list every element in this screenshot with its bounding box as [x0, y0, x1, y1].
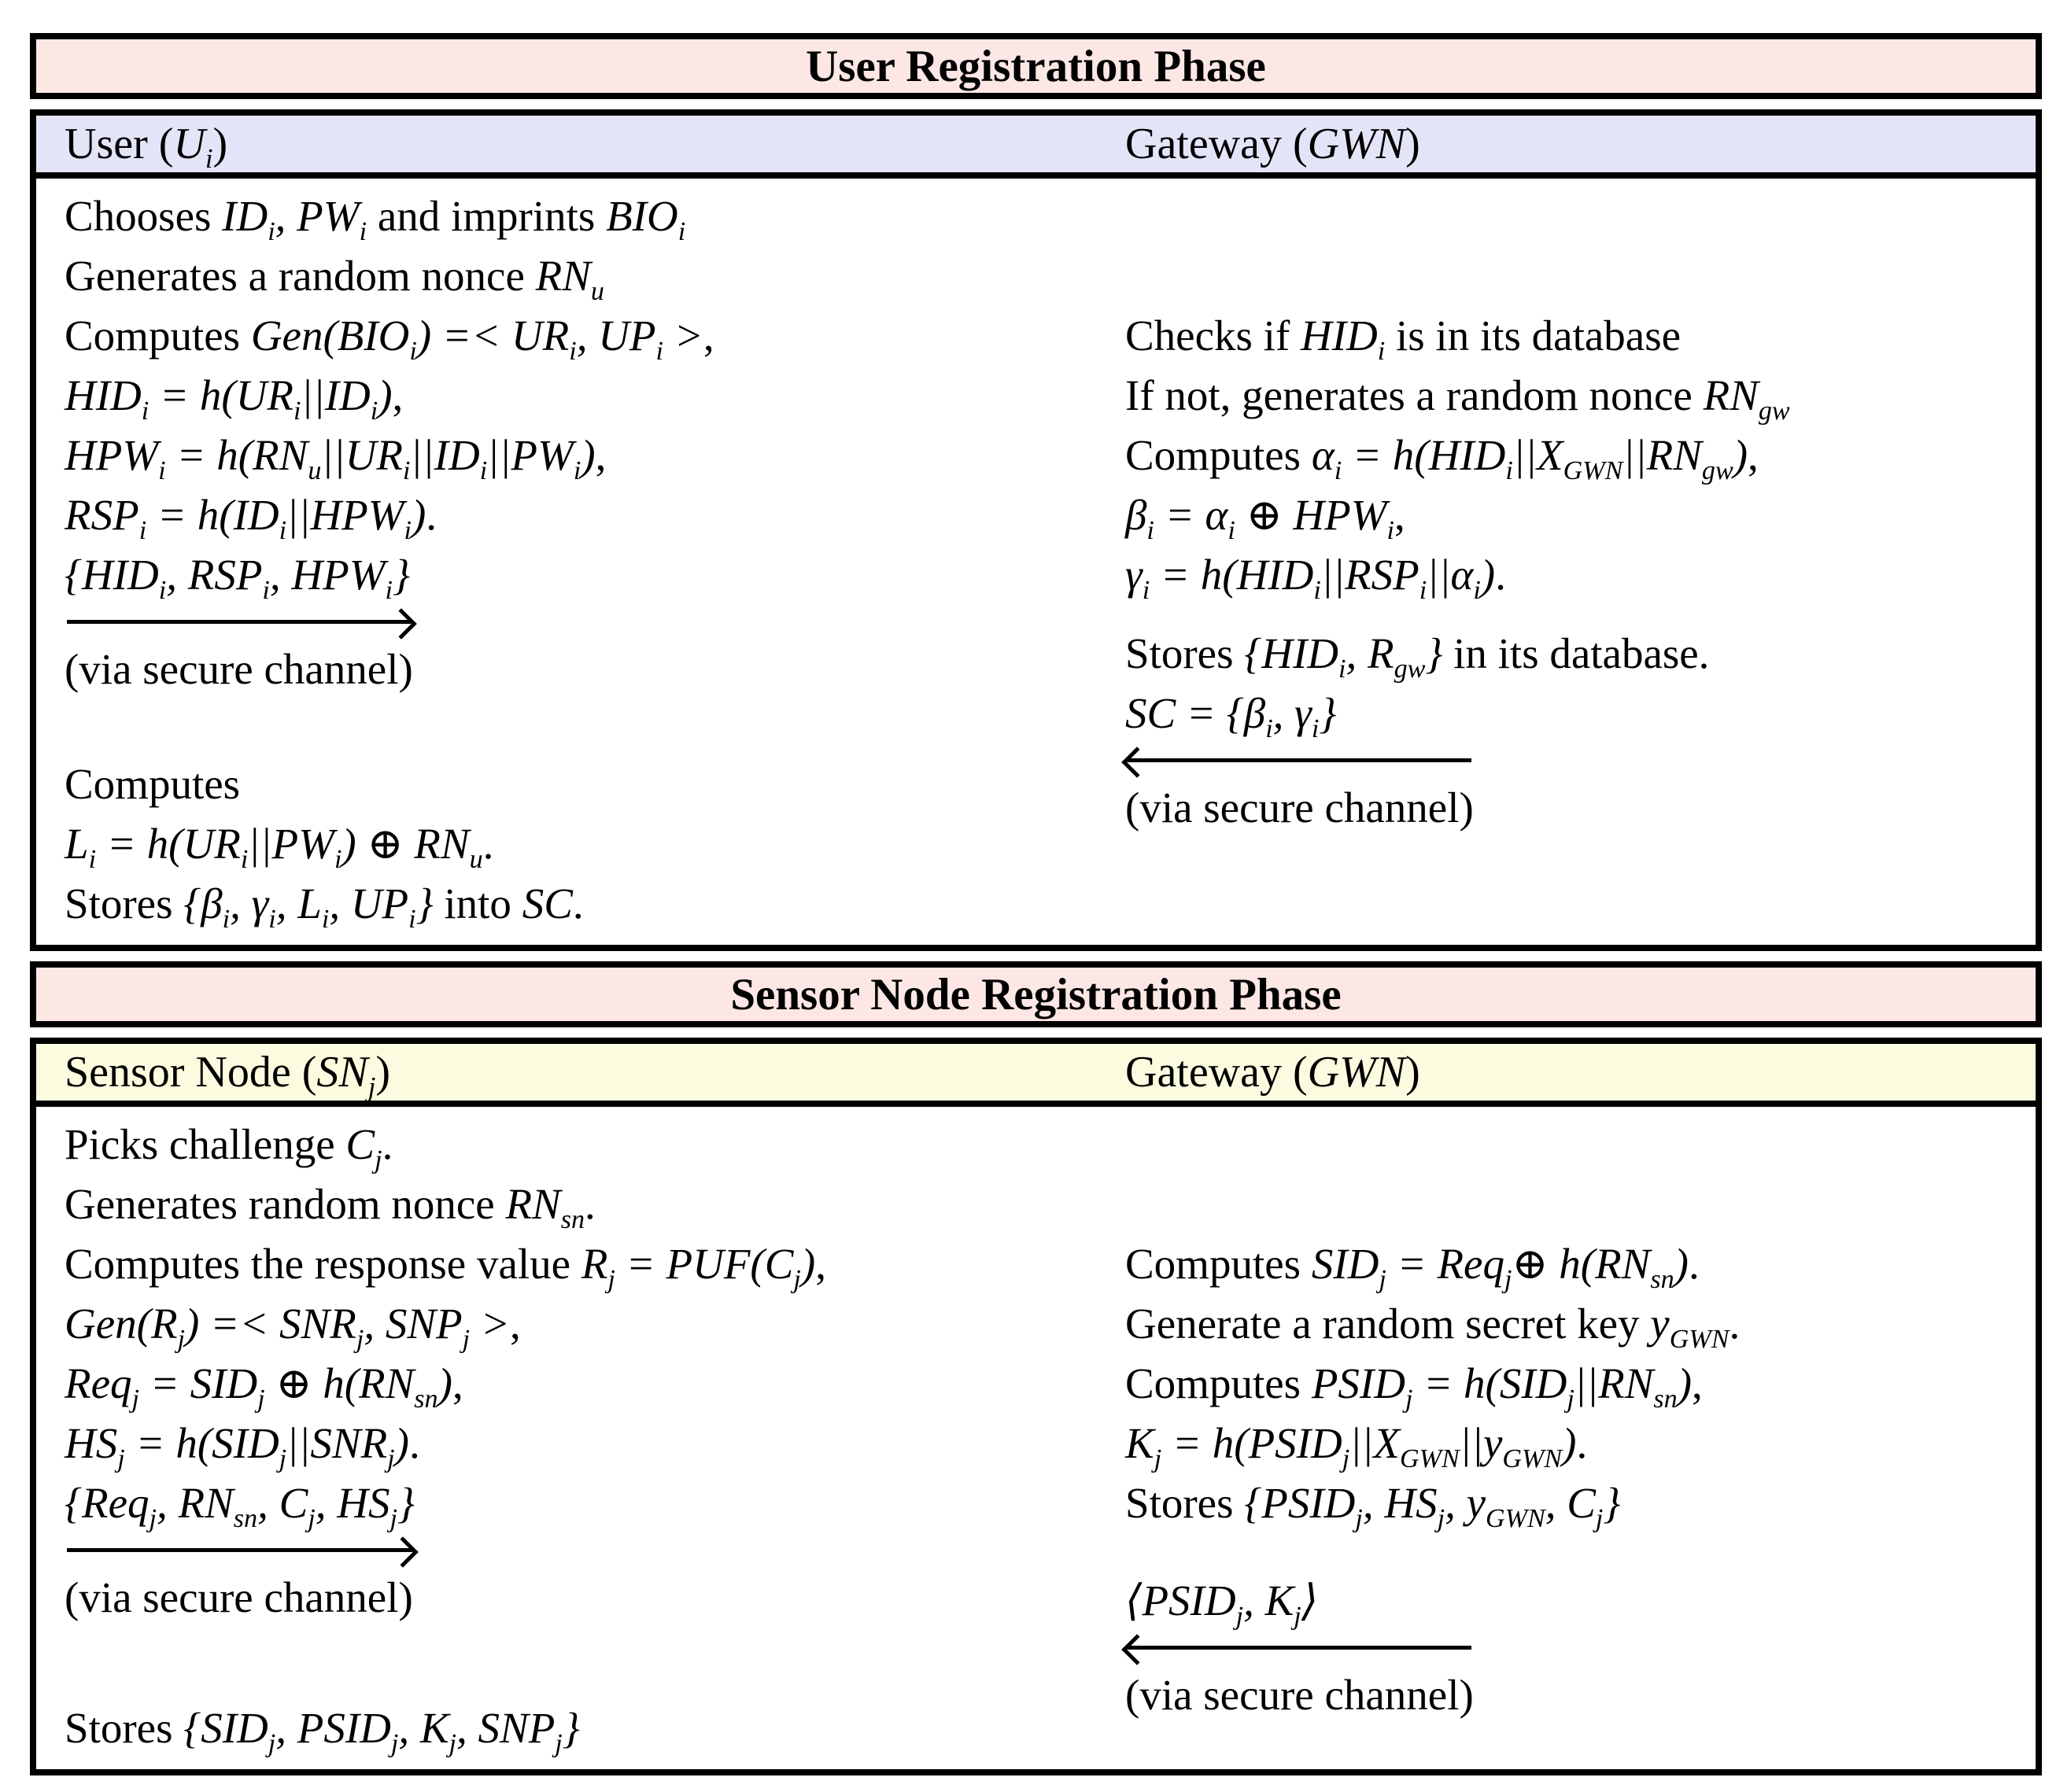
left-arrow-icon	[1121, 1631, 1474, 1665]
protocol-line: Computes PSIDj = h(SIDj||RNsn),	[1125, 1359, 1703, 1414]
protocol-line: Computes the response value Rj = PUF(Cj)…	[65, 1240, 826, 1294]
section-body: Picks challenge Cj. Generates random non…	[36, 1107, 2036, 1769]
column-header-gateway: Gateway (GWN)	[1125, 1048, 1420, 1097]
protocol-line: Generate a random secret key yGWN.	[1125, 1300, 1741, 1354]
protocol-line: If not, generates a random nonce RNgw	[1125, 371, 1790, 426]
message-payload: ⟨PSIDj, Kj⟩	[1125, 1576, 1319, 1631]
user-registration-section: User (Ui) Gateway (GWN) Chooses IDi, PWi…	[30, 109, 2042, 951]
channel-note: (via secure channel)	[65, 1573, 413, 1621]
arrow-shaft	[1128, 758, 1471, 762]
protocol-line: Picks challenge Cj.	[65, 1120, 393, 1174]
protocol-line: HSj = h(SIDj||SNRj).	[65, 1419, 420, 1473]
message-payload: {Reqj, RNsn, Cj, HSj}	[65, 1479, 415, 1533]
message-block: {HIDi, RSPi, HPWi} (via secure channel)	[65, 545, 417, 699]
column-header-sensor-node: Sensor Node (SNj)	[65, 1048, 391, 1103]
channel-note: (via secure channel)	[1125, 784, 1474, 831]
spacer	[1125, 1115, 2036, 1234]
channel-note: (via secure channel)	[65, 645, 413, 693]
protocol-line: Generates a random nonce RNu	[65, 252, 604, 306]
protocol-line: Reqj = SIDj ⊕ h(RNsn),	[65, 1359, 463, 1414]
protocol-line: Li = h(URi||PWi) ⊕ RNu.	[65, 820, 494, 874]
sensor-node-column: Picks challenge Cj. Generates random non…	[65, 1115, 1125, 1758]
arrow-head	[1121, 1634, 1153, 1665]
user-column: Chooses IDi, PWi and imprints BIOi Gener…	[65, 186, 1125, 934]
arrow-shaft	[1128, 1646, 1471, 1650]
right-arrow-icon	[65, 605, 417, 640]
phase-title-band-sensor: Sensor Node Registration Phase	[30, 961, 2042, 1027]
sensor-registration-section: Sensor Node (SNj) Gateway (GWN) Picks ch…	[30, 1038, 2042, 1775]
phase-title: User Registration Phase	[806, 41, 1266, 91]
protocol-line: Stores {PSIDj, HSj, yGWN, Cj}	[1125, 1479, 1621, 1533]
spacer	[1125, 186, 2036, 306]
protocol-line: RSPi = h(IDi||HPWi).	[65, 491, 437, 545]
protocol-line: Kj = h(PSIDj||XGWN||yGWN).	[1125, 1419, 1588, 1473]
phase-title: Sensor Node Registration Phase	[730, 969, 1342, 1020]
protocol-line: Computes αi = h(HIDi||XGWN||RNgw),	[1125, 431, 1759, 485]
arrow-shaft	[67, 1548, 412, 1552]
message-block: SC = {βi, γi} (via secure channel)	[1121, 684, 1474, 838]
arrow-head	[385, 608, 417, 640]
column-header-user: User (Ui)	[65, 120, 228, 175]
protocol-line: HIDi = h(URi||IDi),	[65, 371, 404, 426]
protocol-line: Stores {SIDj, PSIDj, Kj, SNPj}	[65, 1704, 580, 1758]
protocol-line: Computes	[65, 760, 241, 808]
column-header-row: User (Ui) Gateway (GWN)	[36, 116, 2036, 179]
message-block: ⟨PSIDj, Kj⟩ (via secure channel)	[1121, 1571, 1474, 1725]
left-arrow-icon	[1121, 743, 1474, 778]
protocol-line: Stores {HIDi, Rgw} in its database.	[1125, 629, 1710, 684]
gateway-column: Checks if HIDi is in its database If not…	[1121, 186, 2036, 934]
protocol-line: Checks if HIDi is in its database	[1125, 312, 1682, 366]
protocol-line: Computes Gen(BIOi) =< URi, UPi >,	[65, 312, 714, 366]
arrow-head	[1121, 747, 1153, 778]
message-payload: {HIDi, RSPi, HPWi}	[65, 551, 410, 605]
protocol-line: Chooses IDi, PWi and imprints BIOi	[65, 192, 686, 246]
arrow-shaft	[67, 620, 411, 624]
right-arrow-icon	[65, 1533, 419, 1568]
protocol-line: γi = h(HIDi||RSPi||αi).	[1125, 551, 1506, 605]
column-header-gateway: Gateway (GWN)	[1125, 120, 1420, 168]
channel-note: (via secure channel)	[1125, 1671, 1474, 1719]
protocol-line: Stores {βi, γi, Li, UPi} into SC.	[65, 879, 584, 934]
protocol-line: βi = αi ⊕ HPWi,	[1125, 491, 1405, 545]
message-payload: SC = {βi, γi}	[1125, 689, 1337, 743]
gateway-column: Computes SIDj = Reqj⊕ h(RNsn). Generate …	[1121, 1115, 2036, 1758]
protocol-line: Gen(Rj) =< SNRj, SNPj >,	[65, 1300, 521, 1354]
section-body: Chooses IDi, PWi and imprints BIOi Gener…	[36, 179, 2036, 945]
protocol-line: Computes SIDj = Reqj⊕ h(RNsn).	[1125, 1240, 1700, 1294]
protocol-line: Generates random nonce RNsn.	[65, 1180, 596, 1234]
message-block: {Reqj, RNsn, Cj, HSj} (via secure channe…	[65, 1473, 419, 1628]
protocol-line: HPWi = h(RNu||URi||IDi||PWi),	[65, 431, 607, 485]
column-header-row: Sensor Node (SNj) Gateway (GWN)	[36, 1044, 2036, 1107]
arrow-head	[387, 1536, 419, 1568]
phase-title-band-user: User Registration Phase	[30, 33, 2042, 99]
